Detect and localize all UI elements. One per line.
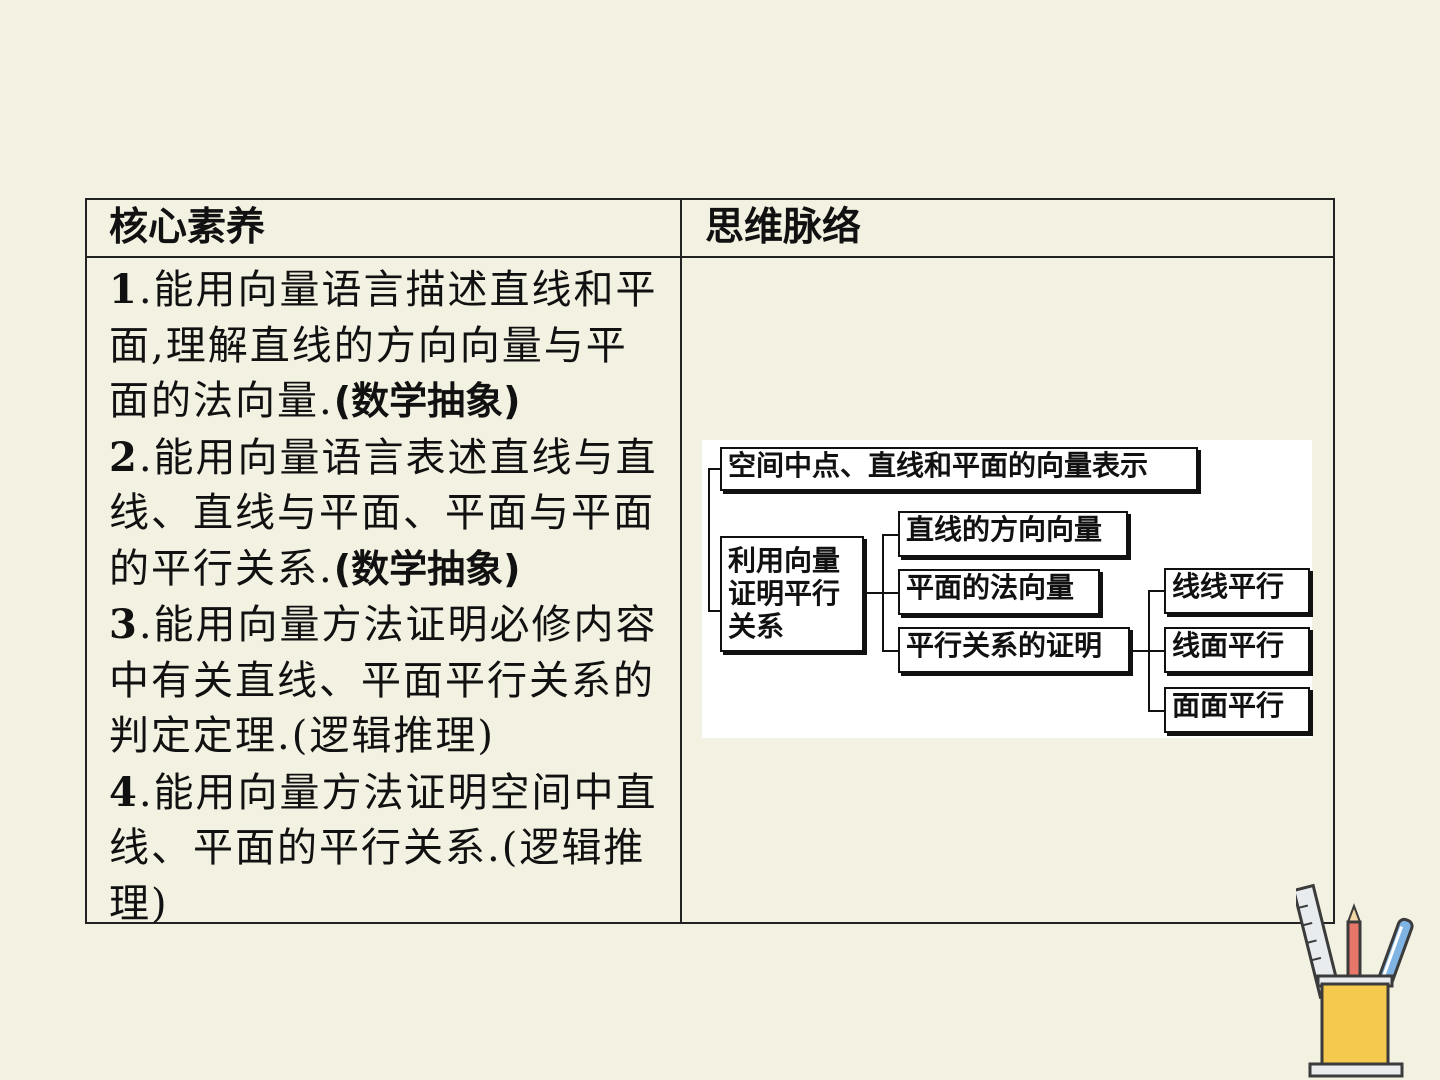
pencil-holder-icon <box>1296 883 1414 1078</box>
box-spatial-representation: 空间中点、直线和平面的向量表示 <box>720 447 1198 491</box>
box-line-line-parallel: 线线平行 <box>1164 568 1310 614</box>
literacy-item-1: 1.能用向量语言描述直线和平面,理解直线的方向向量与平面的法向量.(数学抽象) <box>109 266 658 424</box>
header-core-literacy: 核心素养 <box>109 205 266 250</box>
column-divider <box>680 200 682 922</box>
header-thinking-path: 思维脉络 <box>705 205 862 250</box>
core-literacy-table: 核心素养 思维脉络 1.能用向量语言描述直线和平面,理解直线的方向向量与平面的法… <box>85 198 1335 927</box>
box-normal-vector: 平面的法向量 <box>898 569 1100 615</box>
box-plane-plane-parallel: 面面平行 <box>1164 687 1310 733</box>
box-line-plane-parallel: 线面平行 <box>1164 627 1310 673</box>
literacy-item-3: 3.能用向量方法证明必修内容中有关直线、平面平行关系的判定定理.(逻辑推理) <box>109 601 658 759</box>
header-divider <box>87 256 1333 258</box>
box-direction-vector: 直线的方向向量 <box>898 511 1128 557</box>
literacy-item-2: 2.能用向量语言表述直线与直线、直线与平面、平面与平面的平行关系.(数学抽象) <box>109 433 658 592</box>
thinking-path-diagram: 空间中点、直线和平面的向量表示 利用向量证明平行关系 直线的方向向量 平面的法向… <box>702 440 1312 738</box>
box-parallel-proof: 平行关系的证明 <box>898 627 1130 673</box>
box-vector-parallel-proof: 利用向量证明平行关系 <box>720 536 864 652</box>
literacy-item-4: 4.能用向量方法证明空间中直线、平面的平行关系.(逻辑推理) <box>109 768 658 927</box>
literacy-list: 1.能用向量语言描述直线和平面,理解直线的方向向量与平面的法向量.(数学抽象) … <box>109 262 669 932</box>
